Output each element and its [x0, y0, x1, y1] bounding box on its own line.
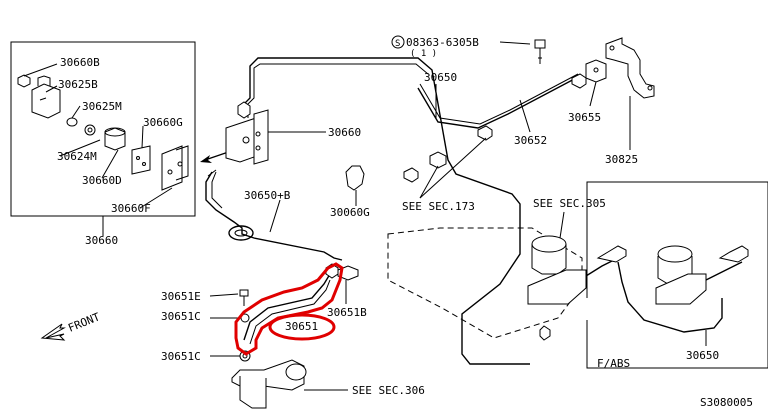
- label-see-306: SEE SEC.306: [352, 384, 425, 397]
- leader-bolt: [499, 41, 531, 45]
- bracket-30660: [225, 101, 269, 165]
- label-30651C-b: 30651C: [161, 350, 201, 363]
- bracket-30825: [605, 37, 655, 99]
- pipe-30650-upper: [243, 57, 530, 365]
- label-30650B: 30650+B: [244, 189, 291, 202]
- fabs-cylinder: [617, 245, 749, 333]
- label-30660D: 30660D: [82, 174, 122, 187]
- label-30651B: 30651B: [327, 306, 367, 319]
- label-30825: 30825: [605, 153, 638, 166]
- hardware-bolts: [239, 289, 251, 362]
- master-cylinder: [527, 235, 627, 341]
- diagram-code: S3080005: [700, 396, 753, 409]
- label-30652: 30652: [514, 134, 547, 147]
- hose-30650B: [205, 169, 343, 261]
- highlight-pipe-outline: [234, 262, 344, 356]
- s-mark-icon: S: [395, 39, 400, 49]
- leaders-173: [419, 137, 487, 199]
- label-30651E: 30651E: [161, 290, 201, 303]
- label-30651: 30651: [285, 320, 318, 333]
- leader-305: [559, 211, 565, 239]
- inset-leaders: [23, 63, 173, 236]
- label-30625M: 30625M: [82, 100, 122, 113]
- label-30651C-a: 30651C: [161, 310, 201, 323]
- red-highlight: [234, 262, 344, 356]
- leaders-30651: [209, 293, 240, 357]
- fabs-box: [586, 181, 768, 369]
- leader-30650B: [269, 199, 281, 233]
- pipe-30652: [417, 73, 587, 129]
- bolt-part: [534, 39, 546, 64]
- front-arrow-icon: [40, 323, 66, 341]
- label-bolt-qty: ( 1 ): [410, 49, 437, 59]
- label-see-305: SEE SEC.305: [533, 197, 606, 210]
- label-30660G: 30660G: [143, 116, 183, 129]
- label-30624M: 30624M: [57, 150, 97, 163]
- highlight-label-outline: [268, 313, 336, 341]
- label-30625B: 30625B: [58, 78, 98, 91]
- grommet-30060G: [345, 165, 365, 191]
- label-bolt: 08363-6305B: [406, 36, 479, 49]
- label-30660: 30660: [328, 126, 361, 139]
- operating-cylinder: [231, 359, 307, 409]
- label-front: FRONT: [66, 310, 102, 335]
- label-fabs-30650: 30650: [686, 349, 719, 362]
- clamp-30655: [585, 59, 607, 83]
- s-circle-icon: [391, 35, 405, 49]
- leader-30655: [589, 81, 597, 107]
- label-30660B: 30660B: [60, 56, 100, 69]
- inset-box: [10, 41, 196, 217]
- fitting-173: [403, 125, 493, 183]
- label-30660F: 30660F: [111, 202, 151, 215]
- label-30650-top: 30650: [424, 71, 457, 84]
- label-see-173: SEE SEC.173: [402, 200, 475, 213]
- label-30655: 30655: [568, 111, 601, 124]
- label-fabs: F/ABS: [597, 357, 630, 370]
- leader-30652: [519, 99, 531, 133]
- label-30060G: 30060G: [330, 206, 370, 219]
- label-30660-box: 30660: [85, 234, 118, 247]
- inset-parts: [17, 74, 189, 191]
